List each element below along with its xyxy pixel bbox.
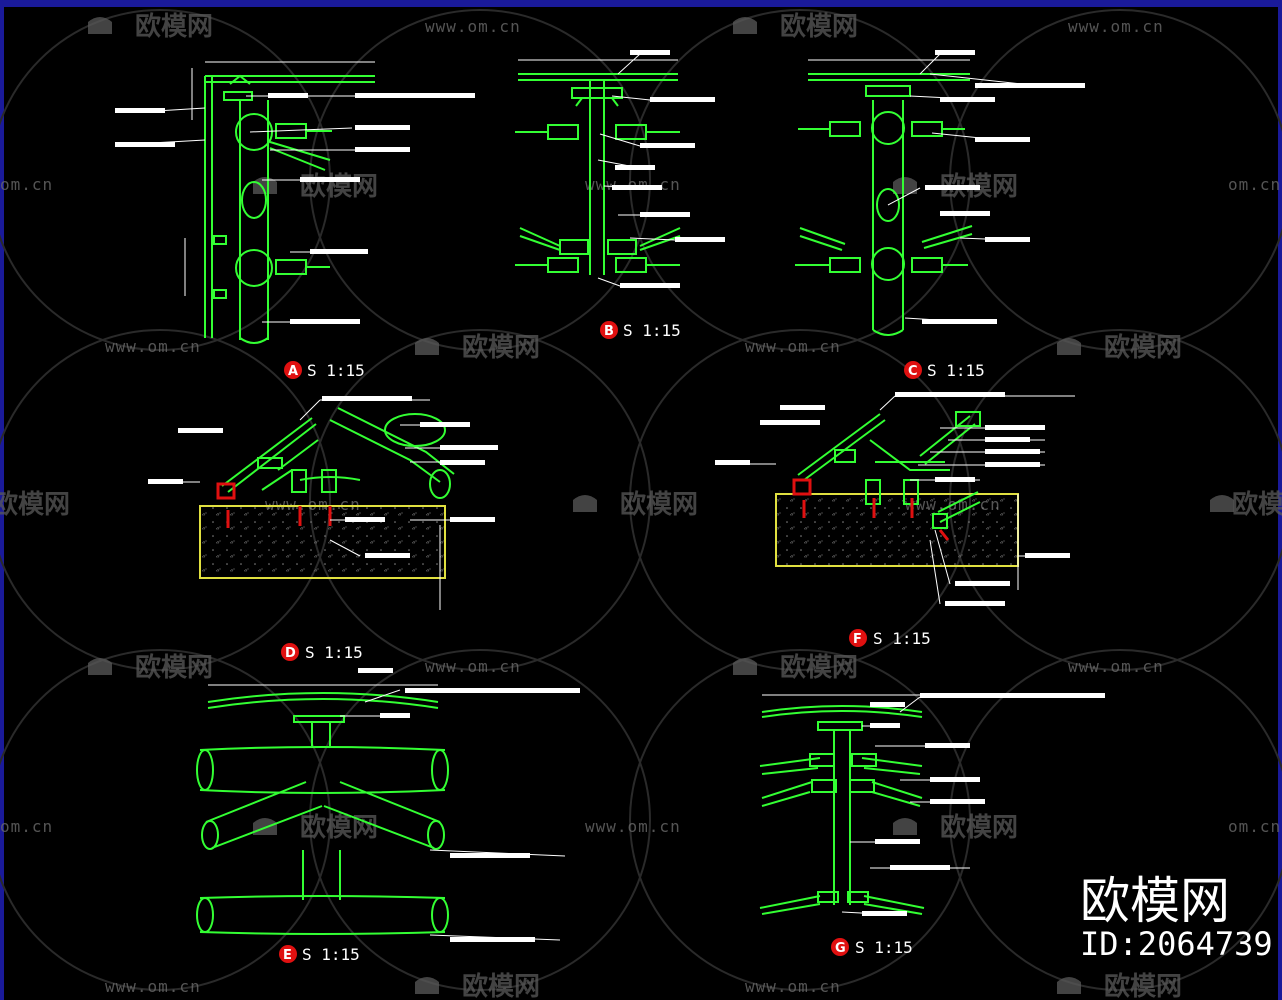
watermark-url: om.cn	[1228, 175, 1281, 194]
watermark-brand: 欧模网	[1104, 971, 1182, 1000]
watermark-brand: 欧模网	[620, 489, 698, 520]
detail-e-title: E S 1:15	[279, 945, 360, 964]
detail-d-text	[148, 396, 498, 558]
detail-d-title: D S 1:15	[281, 643, 363, 662]
detail-a-drawing	[204, 74, 375, 344]
detail-c-text	[922, 50, 1085, 324]
detail-f-text	[715, 392, 1070, 606]
detail-a-scale: S 1:15	[307, 361, 365, 380]
detail-g-marker	[831, 938, 849, 956]
detail-c-scale: S 1:15	[927, 361, 985, 380]
detail-g-scale: S 1:15	[855, 938, 913, 957]
detail-f-drawing	[775, 411, 1019, 567]
brand-id: ID:2064739	[1080, 925, 1273, 963]
watermark-brand: 欧模网	[135, 652, 213, 683]
watermark-brand: 欧模网	[1104, 332, 1182, 363]
watermark-brand: 欧模网	[462, 971, 540, 1000]
watermark-brand: 欧模网	[135, 11, 213, 42]
watermark-url: www.om.cn	[425, 17, 521, 36]
detail-b-leaders	[518, 53, 678, 287]
detail-g-text	[862, 693, 1105, 916]
detail-f-title: F S 1:15	[849, 629, 931, 648]
detail-e-scale: S 1:15	[302, 945, 360, 964]
watermark-url: www.om.cn	[105, 977, 201, 996]
detail-b-scale: S 1:15	[623, 321, 681, 340]
window-top-border	[0, 0, 1282, 7]
detail-e-leaders	[208, 671, 566, 941]
detail-d-scale: S 1:15	[305, 643, 363, 662]
watermark-url: www.om.cn	[585, 175, 681, 194]
watermark-brand: 欧模网	[940, 812, 1018, 843]
watermark-url: www.om.cn	[1068, 657, 1164, 676]
watermark-url: www.om.cn	[745, 977, 841, 996]
watermark-url: om.cn	[0, 175, 53, 194]
detail-f-marker	[849, 629, 867, 647]
watermark-brand-texts: 欧模网 欧模网 欧模网 欧模网 欧模网 欧模网 欧模网 欧模网 欧模网 欧模网 …	[0, 11, 1282, 1000]
watermark-brand: 欧模网	[780, 652, 858, 683]
window-left-border	[0, 0, 4, 1000]
detail-e-letter: E	[283, 948, 292, 963]
detail-b-title: B S 1:15	[600, 321, 681, 340]
watermark-brand: 欧模网	[300, 171, 378, 202]
detail-g-title: G S 1:15	[831, 938, 913, 957]
window-right-border	[1278, 0, 1282, 1000]
detail-a-leaders-text	[115, 93, 475, 324]
detail-d-marker	[281, 643, 299, 661]
watermark-url: www.om.cn	[585, 817, 681, 836]
watermark-url: www.om.cn	[425, 657, 521, 676]
watermark-url: om.cn	[0, 817, 53, 836]
watermark-urls: www.om.cn www.om.cn om.cn www.om.cn om.c…	[0, 17, 1281, 996]
watermark-brand: 欧模网	[780, 11, 858, 42]
brand-logo: 欧模网 ID:2064739	[1080, 872, 1273, 963]
detail-a-marker	[284, 361, 302, 379]
detail-d-letter: D	[285, 646, 296, 661]
detail-b-marker	[600, 321, 618, 339]
detail-a-title: A S 1:15	[284, 361, 365, 380]
detail-e-text	[358, 668, 580, 942]
watermark-url: om.cn	[1228, 817, 1281, 836]
watermark-brand: 欧模网	[1232, 489, 1282, 520]
detail-d-drawing	[199, 407, 455, 579]
watermark-brand: 欧模网	[300, 812, 378, 843]
detail-c-letter: C	[908, 364, 918, 379]
watermark-brand: 欧模网	[0, 489, 70, 520]
watermark-url: www.om.cn	[745, 337, 841, 356]
watermark-url: www.om.cn	[1068, 17, 1164, 36]
detail-b-drawing	[515, 73, 681, 275]
detail-a-letter: A	[288, 364, 298, 379]
detail-f-letter: F	[853, 632, 862, 647]
watermark-url: www.om.cn	[105, 337, 201, 356]
detail-e-marker	[279, 945, 297, 963]
detail-c-title: C S 1:15	[904, 361, 985, 380]
detail-g-drawing	[759, 705, 925, 915]
detail-f-scale: S 1:15	[873, 629, 931, 648]
brand-title: 欧模网	[1080, 872, 1230, 930]
detail-b-text	[612, 50, 725, 288]
watermark-brand: 欧模网	[462, 332, 540, 363]
detail-e-drawing	[196, 692, 449, 935]
detail-c-marker	[904, 361, 922, 379]
detail-b-letter: B	[604, 324, 614, 339]
detail-g-letter: G	[835, 941, 846, 956]
detail-c-drawing	[795, 73, 973, 336]
